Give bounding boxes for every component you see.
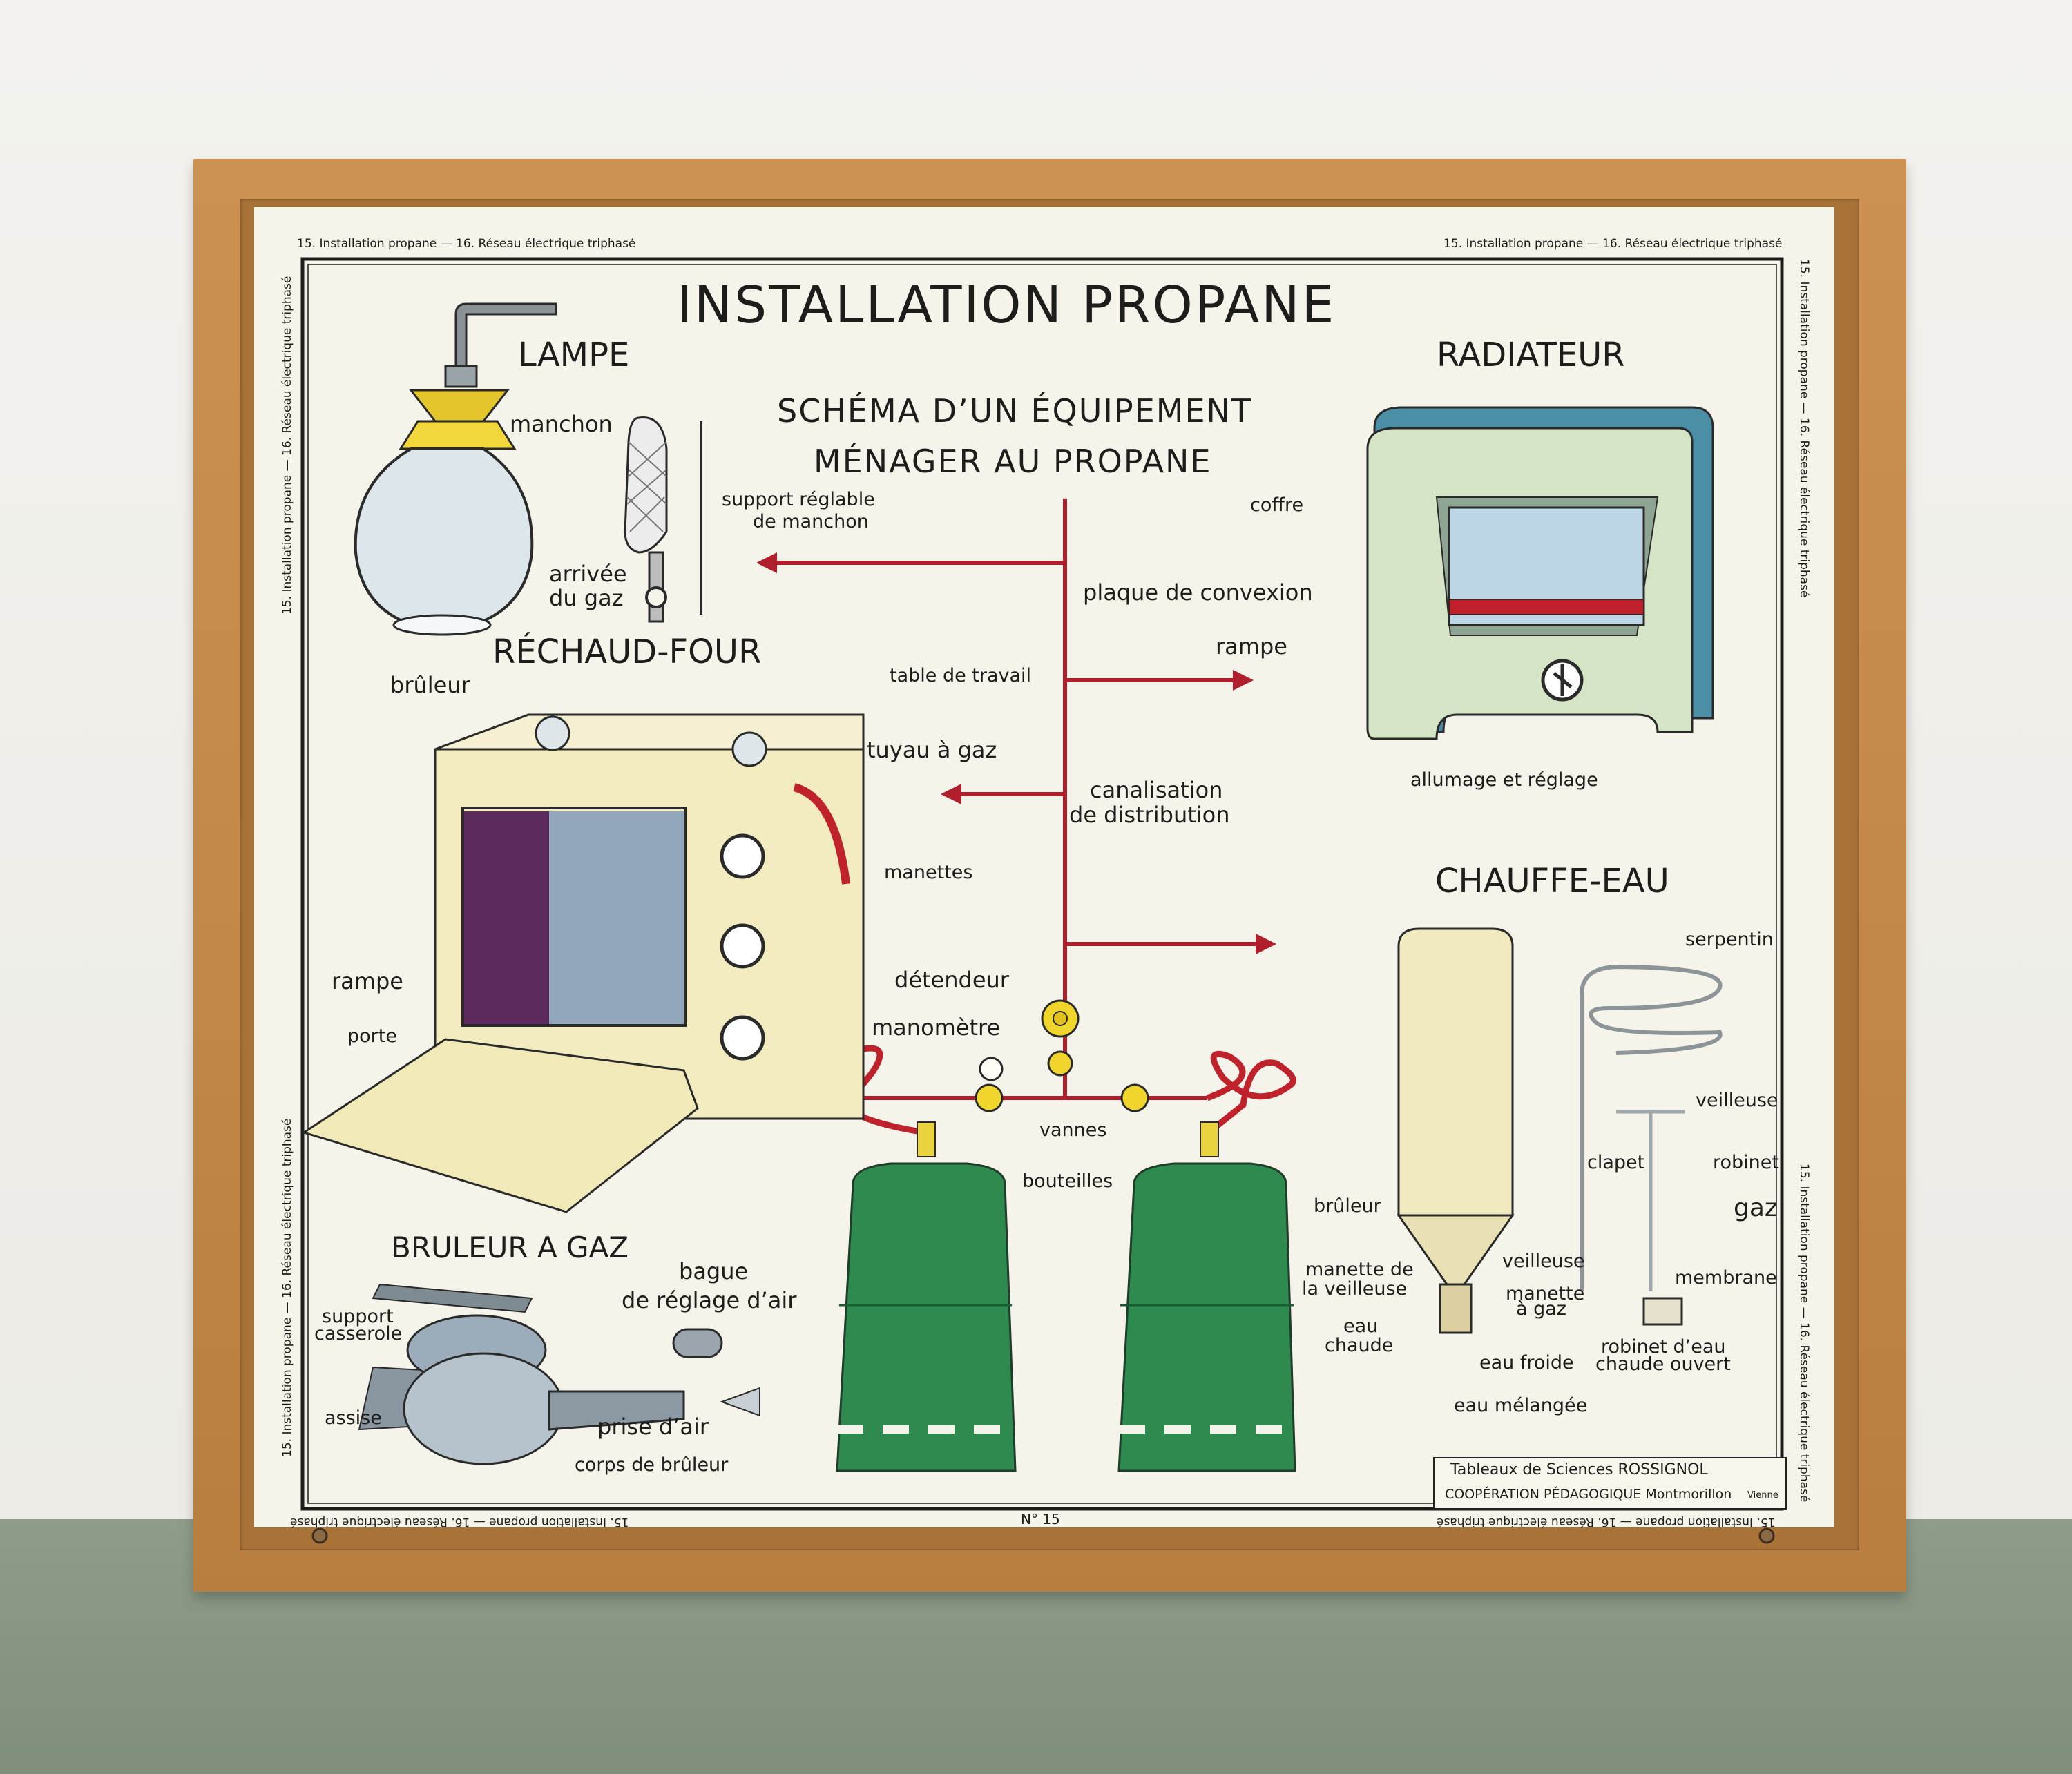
subtitle-line-2: MÉNAGER AU PROPANE [814,443,1212,480]
page-title: INSTALLATION PROPANE [677,276,1336,335]
label-support-reglable-1: support réglable [722,489,875,510]
label-manometre: manomètre [872,1014,1001,1041]
label-plaque: plaque de convexion [1083,579,1313,606]
label-eau-chaude-1: eau [1343,1315,1379,1337]
label-support-reglable-2: de manchon [753,511,869,532]
label-detendeur: détendeur [894,967,1009,993]
series-label-top-right: 15. Installation propane — 16. Réseau él… [1443,237,1783,251]
label-tuyau: tuyau à gaz [867,737,997,763]
label-veilleuse-ce: veilleuse [1696,1090,1778,1111]
series-label-top-left: 15. Installation propane — 16. Réseau él… [297,237,636,251]
publisher-credit-box [1433,1457,1787,1510]
label-vannes: vannes [1039,1119,1107,1141]
label-bruleur-ce: brûleur [1314,1195,1381,1217]
label-table-travail: table de travail [890,665,1032,686]
label-bague-1: bague [679,1258,749,1284]
label-allumage: allumage et réglage [1410,769,1598,791]
label-serpentin: serpentin [1685,929,1774,950]
section-bruleur: BRULEUR A GAZ [391,1231,629,1264]
subtitle-line-1: SCHÉMA D’UN ÉQUIPEMENT [777,392,1253,430]
label-coffre: coffre [1250,494,1304,516]
label-canalisation-1: canalisation [1090,777,1223,803]
label-corps: corps de brûleur [575,1454,729,1476]
lamp-illustration [354,302,702,636]
label-robinet: robinet [1713,1152,1779,1173]
radiator-illustration [1366,406,1714,740]
plate-number: N° 15 [1021,1511,1060,1527]
label-rampe-four: rampe [332,968,403,994]
label-support-casserole-2: casserole [314,1323,403,1344]
label-eau-froide: eau froide [1479,1352,1574,1373]
poster-border [300,257,1784,1511]
water-heater-illustration [1397,927,1723,1334]
section-rechaud: RÉCHAUD-FOUR [492,633,762,671]
section-chauffe-eau: CHAUFFE-EAU [1435,862,1669,900]
credit-line-2: COOPÉRATION PÉDAGOGIQUE Montmorillon [1445,1487,1732,1502]
regulator-and-valves [828,999,1296,1146]
oven-illustration [301,713,865,1213]
label-bague-2: de réglage d’air [622,1287,797,1313]
label-clapet: clapet [1587,1152,1645,1173]
credit-line-1: Tableaux de Sciences ROSSIGNOL [1450,1461,1708,1478]
label-canalisation-2: de distribution [1069,802,1230,828]
label-gaz: gaz [1734,1194,1778,1222]
series-label-left-top: 15. Installation propane — 16. Réseau él… [280,276,294,615]
label-eau-chaude-2: chaude [1325,1335,1394,1356]
label-veilleuse-2: veilleuse [1502,1251,1585,1272]
label-membrane: membrane [1675,1267,1777,1289]
label-manettes: manettes [884,862,973,883]
label-rampe-radiateur: rampe [1216,633,1287,659]
series-label-left-bottom: 15. Installation propane — 16. Réseau él… [280,1118,294,1457]
label-manette-veilleuse-2: la veilleuse [1302,1278,1408,1300]
label-porte: porte [347,1025,397,1047]
credit-line-3: Vienne [1747,1490,1778,1501]
series-label-bottom-right: 15. Installation propane — 16. Réseau él… [1437,1515,1776,1529]
section-lampe: LAMPE [518,336,630,374]
series-label-right-bottom: 15. Installation propane — 16. Réseau él… [1797,1164,1811,1503]
label-arrivee-2: du gaz [549,585,624,611]
label-manette-veilleuse-1: manette de [1305,1259,1414,1280]
section-radiateur: RADIATEUR [1437,336,1625,374]
series-label-right-top: 15. Installation propane — 16. Réseau él… [1797,259,1811,598]
distribution-pipes [756,499,1276,1100]
gas-bottles [836,1121,1296,1472]
burner-illustration [358,1283,760,1465]
label-eau-melangee: eau mélangée [1454,1395,1588,1416]
label-assise: assise [325,1407,382,1429]
label-support-casserole-1: support [322,1306,394,1327]
label-bouteilles: bouteilles [1022,1170,1113,1192]
label-manette-gaz-2: à gaz [1516,1298,1566,1320]
label-manchon: manchon [510,411,613,437]
label-robinet-eau-1: robinet d’eau [1601,1336,1726,1358]
label-manette-gaz-1: manette [1506,1283,1585,1304]
label-arrivee-1: arrivée [549,561,627,587]
series-label-bottom-left: 15. Installation propane — 16. Réseau él… [290,1515,629,1529]
label-robinet-eau-2: chaude ouvert [1595,1353,1731,1375]
label-bruleur-four: brûleur [390,672,470,698]
label-prise-air: prise d’air [597,1414,709,1440]
